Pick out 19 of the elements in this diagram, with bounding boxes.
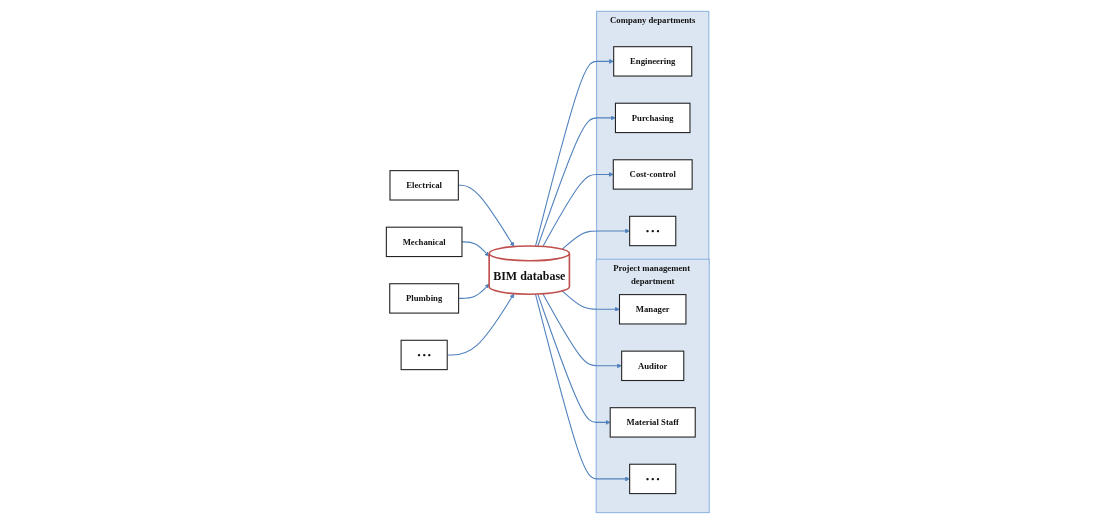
node-box: Engineering xyxy=(613,46,693,77)
node-box: • • • xyxy=(400,339,448,371)
node-box: • • • xyxy=(629,215,677,247)
node-box: • • • xyxy=(629,463,677,495)
node-box: Mechanical xyxy=(386,226,463,258)
arrow xyxy=(535,59,615,247)
node-box: Electrical xyxy=(389,170,460,201)
arrow xyxy=(537,293,611,425)
arrow xyxy=(458,184,515,247)
arrow xyxy=(562,290,620,312)
arrow xyxy=(458,283,490,299)
arrow xyxy=(537,115,616,247)
node-box: Material Staff xyxy=(609,407,696,438)
node-box: Cost-control xyxy=(612,159,693,190)
node-box: Purchasing xyxy=(615,102,691,134)
node-box: Manager xyxy=(619,294,687,325)
node-box: Plumbing xyxy=(389,283,460,314)
arrow xyxy=(542,172,614,248)
node-box: Auditor xyxy=(621,350,685,382)
